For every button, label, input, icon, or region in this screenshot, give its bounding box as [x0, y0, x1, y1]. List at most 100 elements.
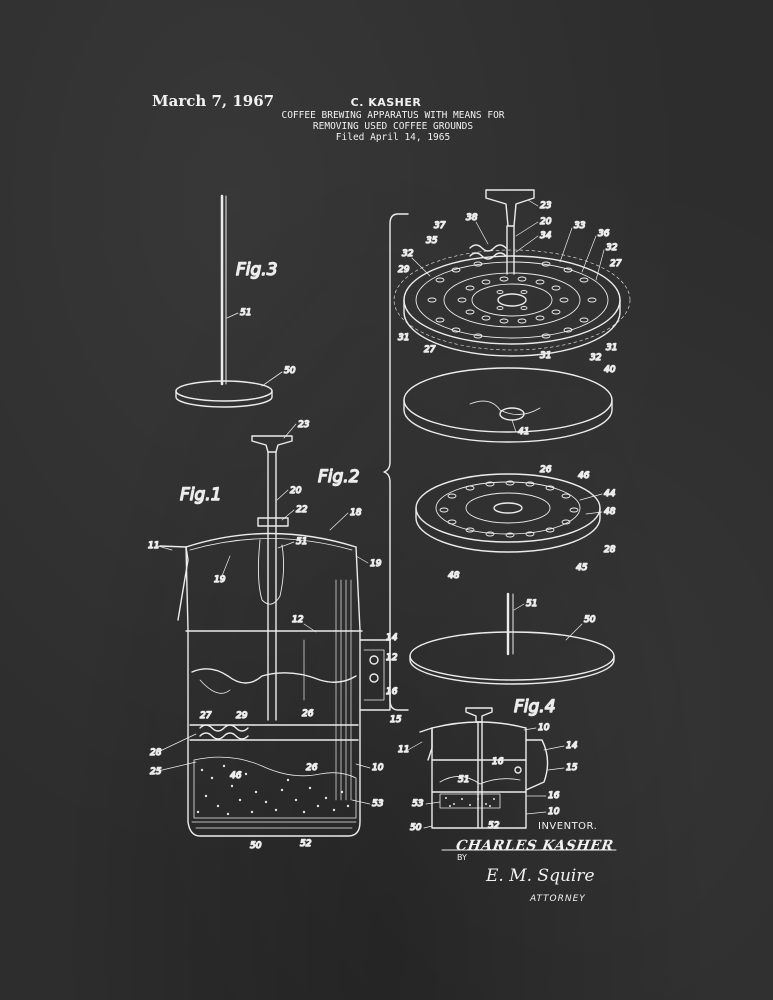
fig2-ref: 35 [426, 236, 438, 246]
fig1-rod-sleeve [257, 539, 285, 605]
fig2-lower-disc-edge [415, 507, 601, 553]
fig1-liquid-level [191, 668, 357, 684]
fig2-ref: 29 [398, 265, 410, 275]
fig2-base-disc [409, 631, 615, 681]
fig1-handle-rivet-1 [369, 655, 379, 665]
fig1-reference-numerals: 23 20 22 18 11 51 19 19 12 14 12 16 15 2… [147, 419, 402, 851]
attorney-label: ATTORNEY [530, 894, 586, 904]
fig4-rivet [514, 766, 522, 774]
fig1-handle [359, 639, 391, 711]
fig4-ref: 15 [566, 763, 578, 773]
fig2-ref: 23 [540, 201, 552, 211]
fig4-liquid [439, 776, 521, 785]
fig4-label: Fig.4 [514, 697, 556, 717]
fig2-top-disc-dash [393, 249, 631, 351]
fig2-ref: 50 [584, 615, 596, 625]
fig4-leader-lines [407, 727, 565, 829]
fig4-carafe-body [431, 727, 527, 829]
fig2-screen-mark [469, 400, 541, 415]
fig2-ref: 33 [574, 221, 586, 231]
figure-1: Fig.1 23 20 22 18 11 51 19 19 12 14 12 1… [147, 419, 402, 851]
fig4-ref: 16 [548, 791, 560, 801]
fig2-ref: 20 [540, 217, 552, 227]
fig1-coffee-grounds [193, 756, 357, 819]
fig2-ref: 34 [540, 231, 552, 241]
fig2-ref: 36 [598, 229, 610, 239]
fig1-ref: 23 [298, 420, 310, 430]
fig2-ref: 38 [466, 213, 478, 223]
fig2-ref: 31 [398, 333, 409, 343]
fig2-top-disc-ring-2 [443, 272, 581, 328]
fig4-reference-numerals: 10 11 14 16 15 51 16 53 10 50 52 [397, 722, 578, 833]
fig1-ref: 53 [372, 799, 384, 809]
fig1-ref: 11 [148, 541, 159, 551]
fig1-ref: 29 [236, 711, 248, 721]
fig2-screen-disc [403, 367, 613, 433]
fig2-spring-2 [469, 252, 507, 260]
fig1-ref: 19 [370, 559, 382, 569]
fig2-lower-disc-ring [435, 481, 581, 535]
fig1-spout [159, 545, 189, 621]
fig2-ref: 32 [606, 243, 618, 253]
fig4-ref: 10 [538, 723, 550, 733]
fig4-ref: 50 [410, 823, 422, 833]
fig2-ref: 32 [402, 249, 414, 259]
fig1-ref: 12 [386, 653, 398, 663]
fig2-ref: 41 [518, 427, 529, 437]
fig1-label: Fig.1 [180, 485, 222, 505]
inventor-header-text: C. KASHER [350, 96, 422, 109]
fig1-grounds-texture [196, 764, 350, 816]
fig2-ref: 37 [434, 221, 446, 231]
fig2-spring [469, 244, 507, 252]
fig2-ref: 40 [604, 365, 616, 375]
fig2-ref: 27 [424, 345, 436, 355]
fig4-ref: 52 [488, 821, 500, 831]
fig2-ref: 26 [540, 465, 552, 475]
fig4-lid [431, 721, 527, 729]
fig1-ref: 27 [200, 711, 212, 721]
fig1-ref: 28 [150, 748, 162, 758]
fig4-ref: 10 [548, 807, 560, 817]
fig3-ref-51: 51 [240, 308, 251, 318]
fig2-top-disc-holes [427, 261, 597, 339]
fig1-ref: 46 [230, 771, 242, 781]
fig4-ref: 11 [398, 745, 409, 755]
fig1-leader-lines [157, 423, 371, 805]
fig1-handle-inner [363, 649, 385, 701]
fig2-ref: 31 [540, 351, 551, 361]
attorney-signature: E. M. Squire [486, 866, 595, 886]
fig4-spout [419, 727, 433, 761]
fig3-ref-50: 50 [284, 366, 296, 376]
fig1-ref: 15 [390, 715, 402, 725]
by-label: BY [457, 853, 467, 862]
fig3-disc-edge [175, 390, 273, 408]
fig1-ref: 19 [214, 575, 226, 585]
fig1-ref: 25 [150, 767, 162, 777]
fig2-base-disc-edge [409, 655, 615, 685]
fig2-ref: 46 [578, 471, 590, 481]
inventor-signature: CHARLES KASHER [454, 838, 615, 854]
patent-date: March 7, 1967 [152, 92, 275, 110]
fig1-lid-collar [257, 517, 289, 527]
fig4-ref: 51 [458, 775, 469, 785]
fig2-lower-disc-ring-2 [465, 492, 551, 524]
fig1-ref: 51 [296, 537, 307, 547]
fig2-lower-disc-hub [493, 502, 523, 514]
fig2-ref: 51 [526, 599, 537, 609]
fig1-ref: 12 [292, 615, 304, 625]
filed-date-text: Filed April 14, 1965 [335, 132, 451, 143]
fig3-disc-top [175, 380, 273, 402]
fig3-leader-50 [261, 371, 283, 387]
fig1-carafe-body [185, 546, 361, 837]
fig1-ref: 22 [296, 505, 308, 515]
fig2-leader-lines [411, 199, 605, 641]
figure-3: Fig.3 51 50 [175, 194, 296, 408]
fig4-knob [465, 707, 493, 723]
fig2-top-disc-ring [415, 261, 609, 339]
figure-4: Fig.4 10 11 14 16 15 [397, 696, 578, 833]
fig2-ref: 31 [606, 343, 617, 353]
fig2-lower-disc-holes [439, 480, 579, 538]
fig3-label: Fig.3 [236, 260, 278, 280]
